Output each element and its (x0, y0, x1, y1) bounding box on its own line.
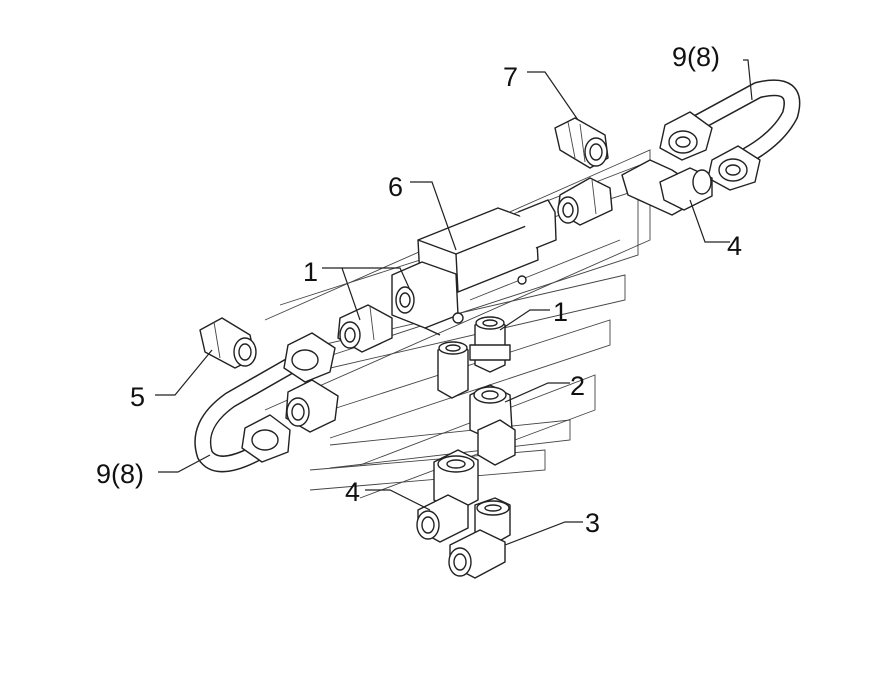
adapter-block-right (557, 177, 613, 226)
union-nut-top-a (659, 111, 713, 161)
union-nut-left-b (241, 414, 291, 463)
label-block: 6 (388, 172, 403, 202)
nipple-7 (554, 117, 609, 169)
union-nut-left-a (283, 332, 336, 383)
adapter-1-right (437, 316, 511, 399)
u-pipe-left (194, 332, 339, 473)
nipple-5 (199, 317, 257, 369)
label-adapters-left: 1 (303, 257, 318, 287)
label-straight-nut: 2 (570, 371, 585, 401)
u-pipe-top (659, 79, 801, 191)
label-elbow-bottom: 3 (585, 508, 600, 538)
label-pipe-left: 9(8) (96, 459, 144, 489)
elbow-top-4 (621, 159, 713, 216)
elbow-bottom-3 (448, 497, 511, 579)
label-nipple-top: 7 (503, 62, 518, 92)
adapter-1-left (337, 304, 393, 353)
part-labels: 9(8) 7 6 4 1 1 2 5 3 9(8) 4 (96, 42, 742, 538)
elbow-mid-4 (416, 449, 479, 543)
union-nut-top-b (707, 145, 761, 191)
block-6 (391, 199, 557, 336)
label-elbow-mid: 4 (345, 477, 360, 507)
label-adapter-right: 1 (553, 297, 568, 327)
label-nipple-left: 5 (130, 382, 145, 412)
leader-lines (155, 59, 753, 546)
label-pipe-top: 9(8) (672, 42, 720, 72)
union-nut-left-c (285, 379, 339, 433)
label-elbow-top: 4 (727, 231, 742, 261)
union-2 (469, 384, 516, 466)
